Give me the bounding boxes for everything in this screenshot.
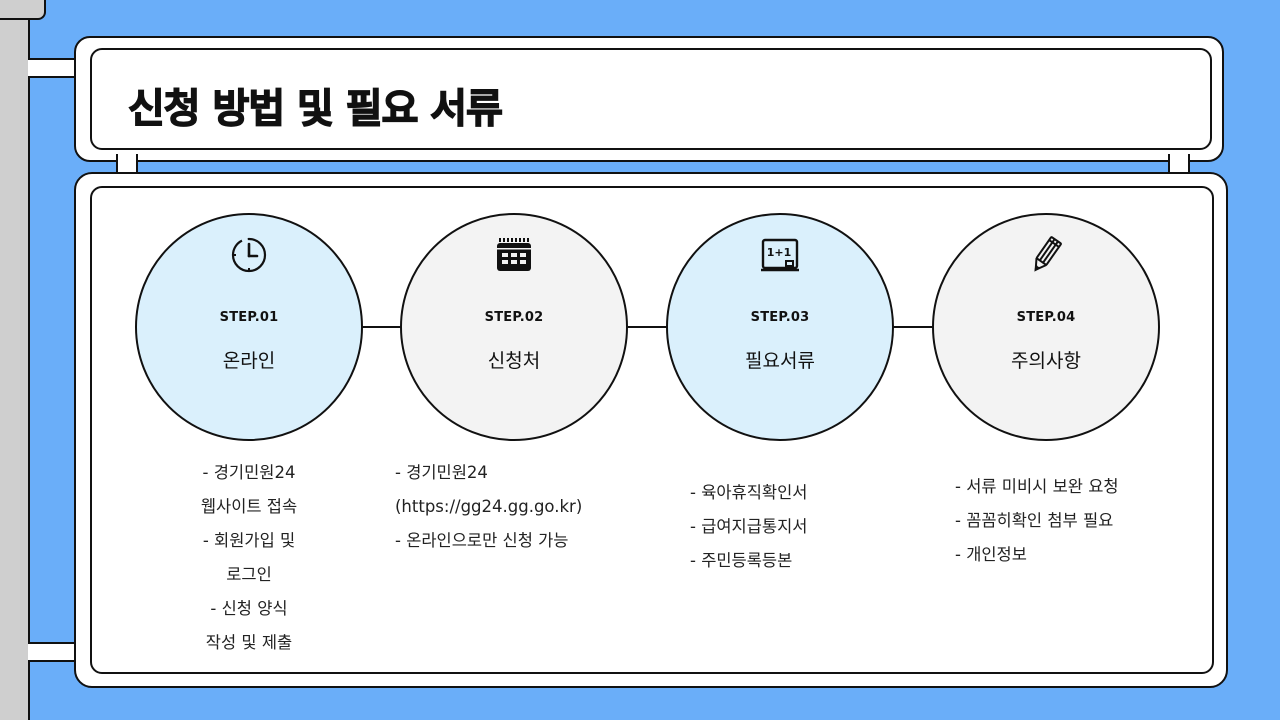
step-2-circle: STEP.02 신청처	[400, 213, 628, 441]
step-2-label: 신청처	[487, 350, 541, 372]
desc-line: (https://gg24.gg.go.kr)	[395, 497, 583, 516]
page-title: 신청 방법 및 필요 서류	[127, 85, 503, 132]
desc-line: 작성 및 제출	[205, 633, 293, 652]
side-tab	[0, 0, 46, 20]
step-4-code: STEP.04	[1016, 310, 1076, 325]
step-3-description: - 육아휴직확인서 - 급여지급통지서 - 주민등록등본	[690, 476, 890, 578]
side-strip	[0, 0, 30, 720]
step-4-description: - 서류 미비시 보완 요청 - 꼼꼼히확인 첨부 필요 - 개인정보	[955, 470, 1185, 572]
desc-line: - 주민등록등본	[690, 551, 793, 570]
desc-line: - 경기민원24	[202, 463, 296, 482]
steps-panel-inner	[90, 186, 1214, 674]
desc-line: 로그인	[226, 565, 272, 584]
whiteboard-icon-text: 1+1	[767, 246, 792, 259]
step-connector-3-4	[892, 326, 934, 328]
step-connector-1-2	[362, 326, 404, 328]
title-panel-inner: 신청 방법 및 필요 서류	[90, 48, 1212, 150]
step-4-circle: STEP.04 주의사항	[932, 213, 1160, 441]
desc-line: - 신청 양식	[210, 599, 288, 618]
desc-line: - 회원가입 및	[202, 531, 296, 550]
rail-bottom	[28, 642, 88, 662]
step-1-label: 온라인	[222, 350, 276, 372]
step-1-code: STEP.01	[219, 310, 279, 325]
step-1-description: - 경기민원24 웹사이트 접속 - 회원가입 및 로그인 - 신청 양식 작성…	[129, 456, 369, 660]
step-3-code: STEP.03	[750, 310, 810, 325]
desc-line: - 꼼꼼히확인 첨부 필요	[955, 511, 1114, 530]
desc-line: - 서류 미비시 보완 요청	[955, 477, 1119, 496]
step-connector-2-3	[628, 326, 670, 328]
step-1-circle: STEP.01 온라인	[135, 213, 363, 441]
step-3-circle: 1+1 STEP.03 필요서류	[666, 213, 894, 441]
desc-line: - 급여지급통지서	[690, 517, 808, 536]
step-2-code: STEP.02	[484, 310, 544, 325]
desc-line: 웹사이트 접속	[200, 497, 298, 516]
step-3-label: 필요서류	[745, 350, 815, 372]
desc-line: - 개인정보	[955, 545, 1027, 564]
desc-line: - 경기민원24	[395, 463, 488, 482]
title-panel: 신청 방법 및 필요 서류	[74, 36, 1224, 162]
step-4-label: 주의사항	[1011, 350, 1081, 372]
pencil-icon	[1034, 236, 1062, 272]
desc-line: - 온라인으로만 신청 가능	[395, 531, 569, 550]
whiteboard-icon: 1+1	[761, 238, 799, 272]
rail-top	[28, 58, 88, 78]
clock-icon	[231, 237, 267, 273]
calendar-icon	[497, 238, 531, 271]
desc-line: - 육아휴직확인서	[690, 483, 808, 502]
step-2-description: - 경기민원24 (https://gg24.gg.go.kr) - 온라인으로…	[395, 456, 655, 558]
